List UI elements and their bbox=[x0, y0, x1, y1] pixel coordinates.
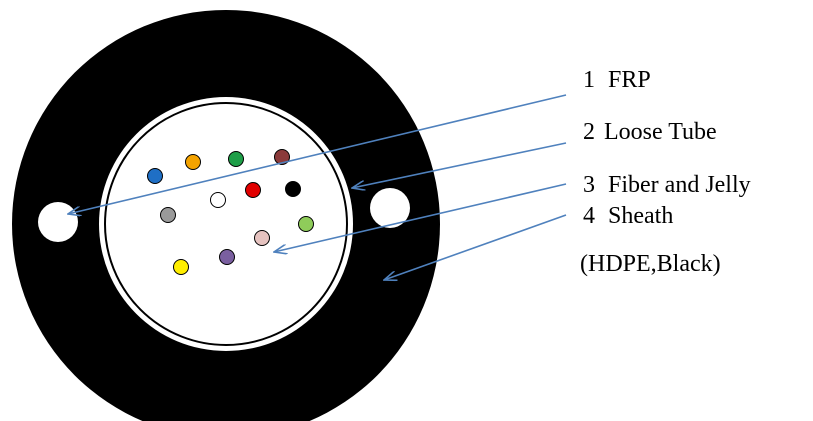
frp-right-circle bbox=[370, 188, 410, 228]
arrow-fiber-and-jelly bbox=[274, 183, 567, 252]
fibers-group bbox=[147, 149, 314, 275]
loose-tube-circle bbox=[99, 97, 353, 351]
fiber-pink bbox=[254, 230, 270, 246]
label-fiber-and-jelly-text: Fiber and Jelly bbox=[608, 172, 751, 198]
label-loose-tube-text: Loose Tube bbox=[604, 119, 717, 145]
label-sheath-text: Sheath bbox=[608, 203, 673, 229]
arrow-frp bbox=[68, 94, 567, 214]
label-sheath-number: 4 bbox=[583, 203, 595, 229]
fiber-gray bbox=[160, 207, 176, 223]
arrow-loose-tube bbox=[352, 142, 567, 188]
label-loose-tube-number: 2 bbox=[583, 119, 595, 145]
fiber-red bbox=[245, 182, 261, 198]
label-fiber-and-jelly: 3 Fiber and Jelly bbox=[583, 172, 751, 198]
fiber-green bbox=[228, 151, 244, 167]
label-fiber-and-jelly-number: 3 bbox=[583, 172, 595, 198]
fiber-brown bbox=[274, 149, 290, 165]
fiber-yellow bbox=[173, 259, 189, 275]
label-sheath: 4 Sheath (HDPE,Black) bbox=[580, 203, 721, 277]
svg-text:1 FRP: 1 FRP bbox=[583, 67, 651, 93]
fiber-light-green bbox=[298, 216, 314, 232]
fiber-black bbox=[285, 181, 301, 197]
frp-left-circle bbox=[38, 202, 78, 242]
fiber-purple bbox=[219, 249, 235, 265]
fiber-white bbox=[210, 192, 226, 208]
svg-text:2 Loose Tube: 2 Loose Tube bbox=[583, 119, 717, 145]
label-sheath-subtext: (HDPE,Black) bbox=[580, 251, 721, 277]
svg-text:4 Sheath: 4 Sheath bbox=[583, 203, 673, 229]
loose-tube-inner-outline bbox=[104, 102, 348, 346]
label-frp-text: FRP bbox=[608, 67, 651, 93]
fiber-blue bbox=[147, 168, 163, 184]
label-frp: 1 FRP bbox=[583, 67, 651, 93]
label-frp-number: 1 bbox=[583, 67, 595, 93]
label-loose-tube: 2 Loose Tube bbox=[583, 119, 717, 145]
svg-text:3 Fiber and Jelly: 3 Fiber and Jelly bbox=[583, 172, 751, 198]
fiber-orange bbox=[185, 154, 201, 170]
arrow-sheath bbox=[384, 214, 567, 280]
